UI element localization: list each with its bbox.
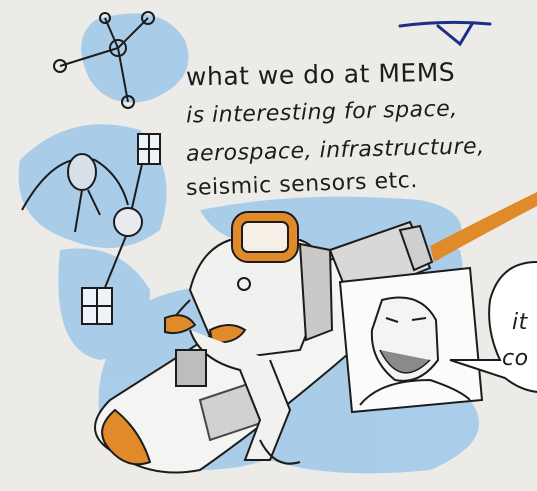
portrait-frame bbox=[338, 266, 484, 414]
caption-line-1: what we do at MEMS bbox=[185, 57, 456, 92]
molecule-doodle bbox=[53, 11, 155, 109]
astronaut-drawing bbox=[164, 211, 334, 465]
speech-bubble bbox=[449, 261, 537, 393]
navy-underline-mark bbox=[398, 20, 492, 28]
speech-bubble-text-1: it bbox=[512, 310, 528, 335]
speech-bubble-text-2: co bbox=[502, 346, 529, 371]
satellite-doodle bbox=[21, 133, 161, 325]
